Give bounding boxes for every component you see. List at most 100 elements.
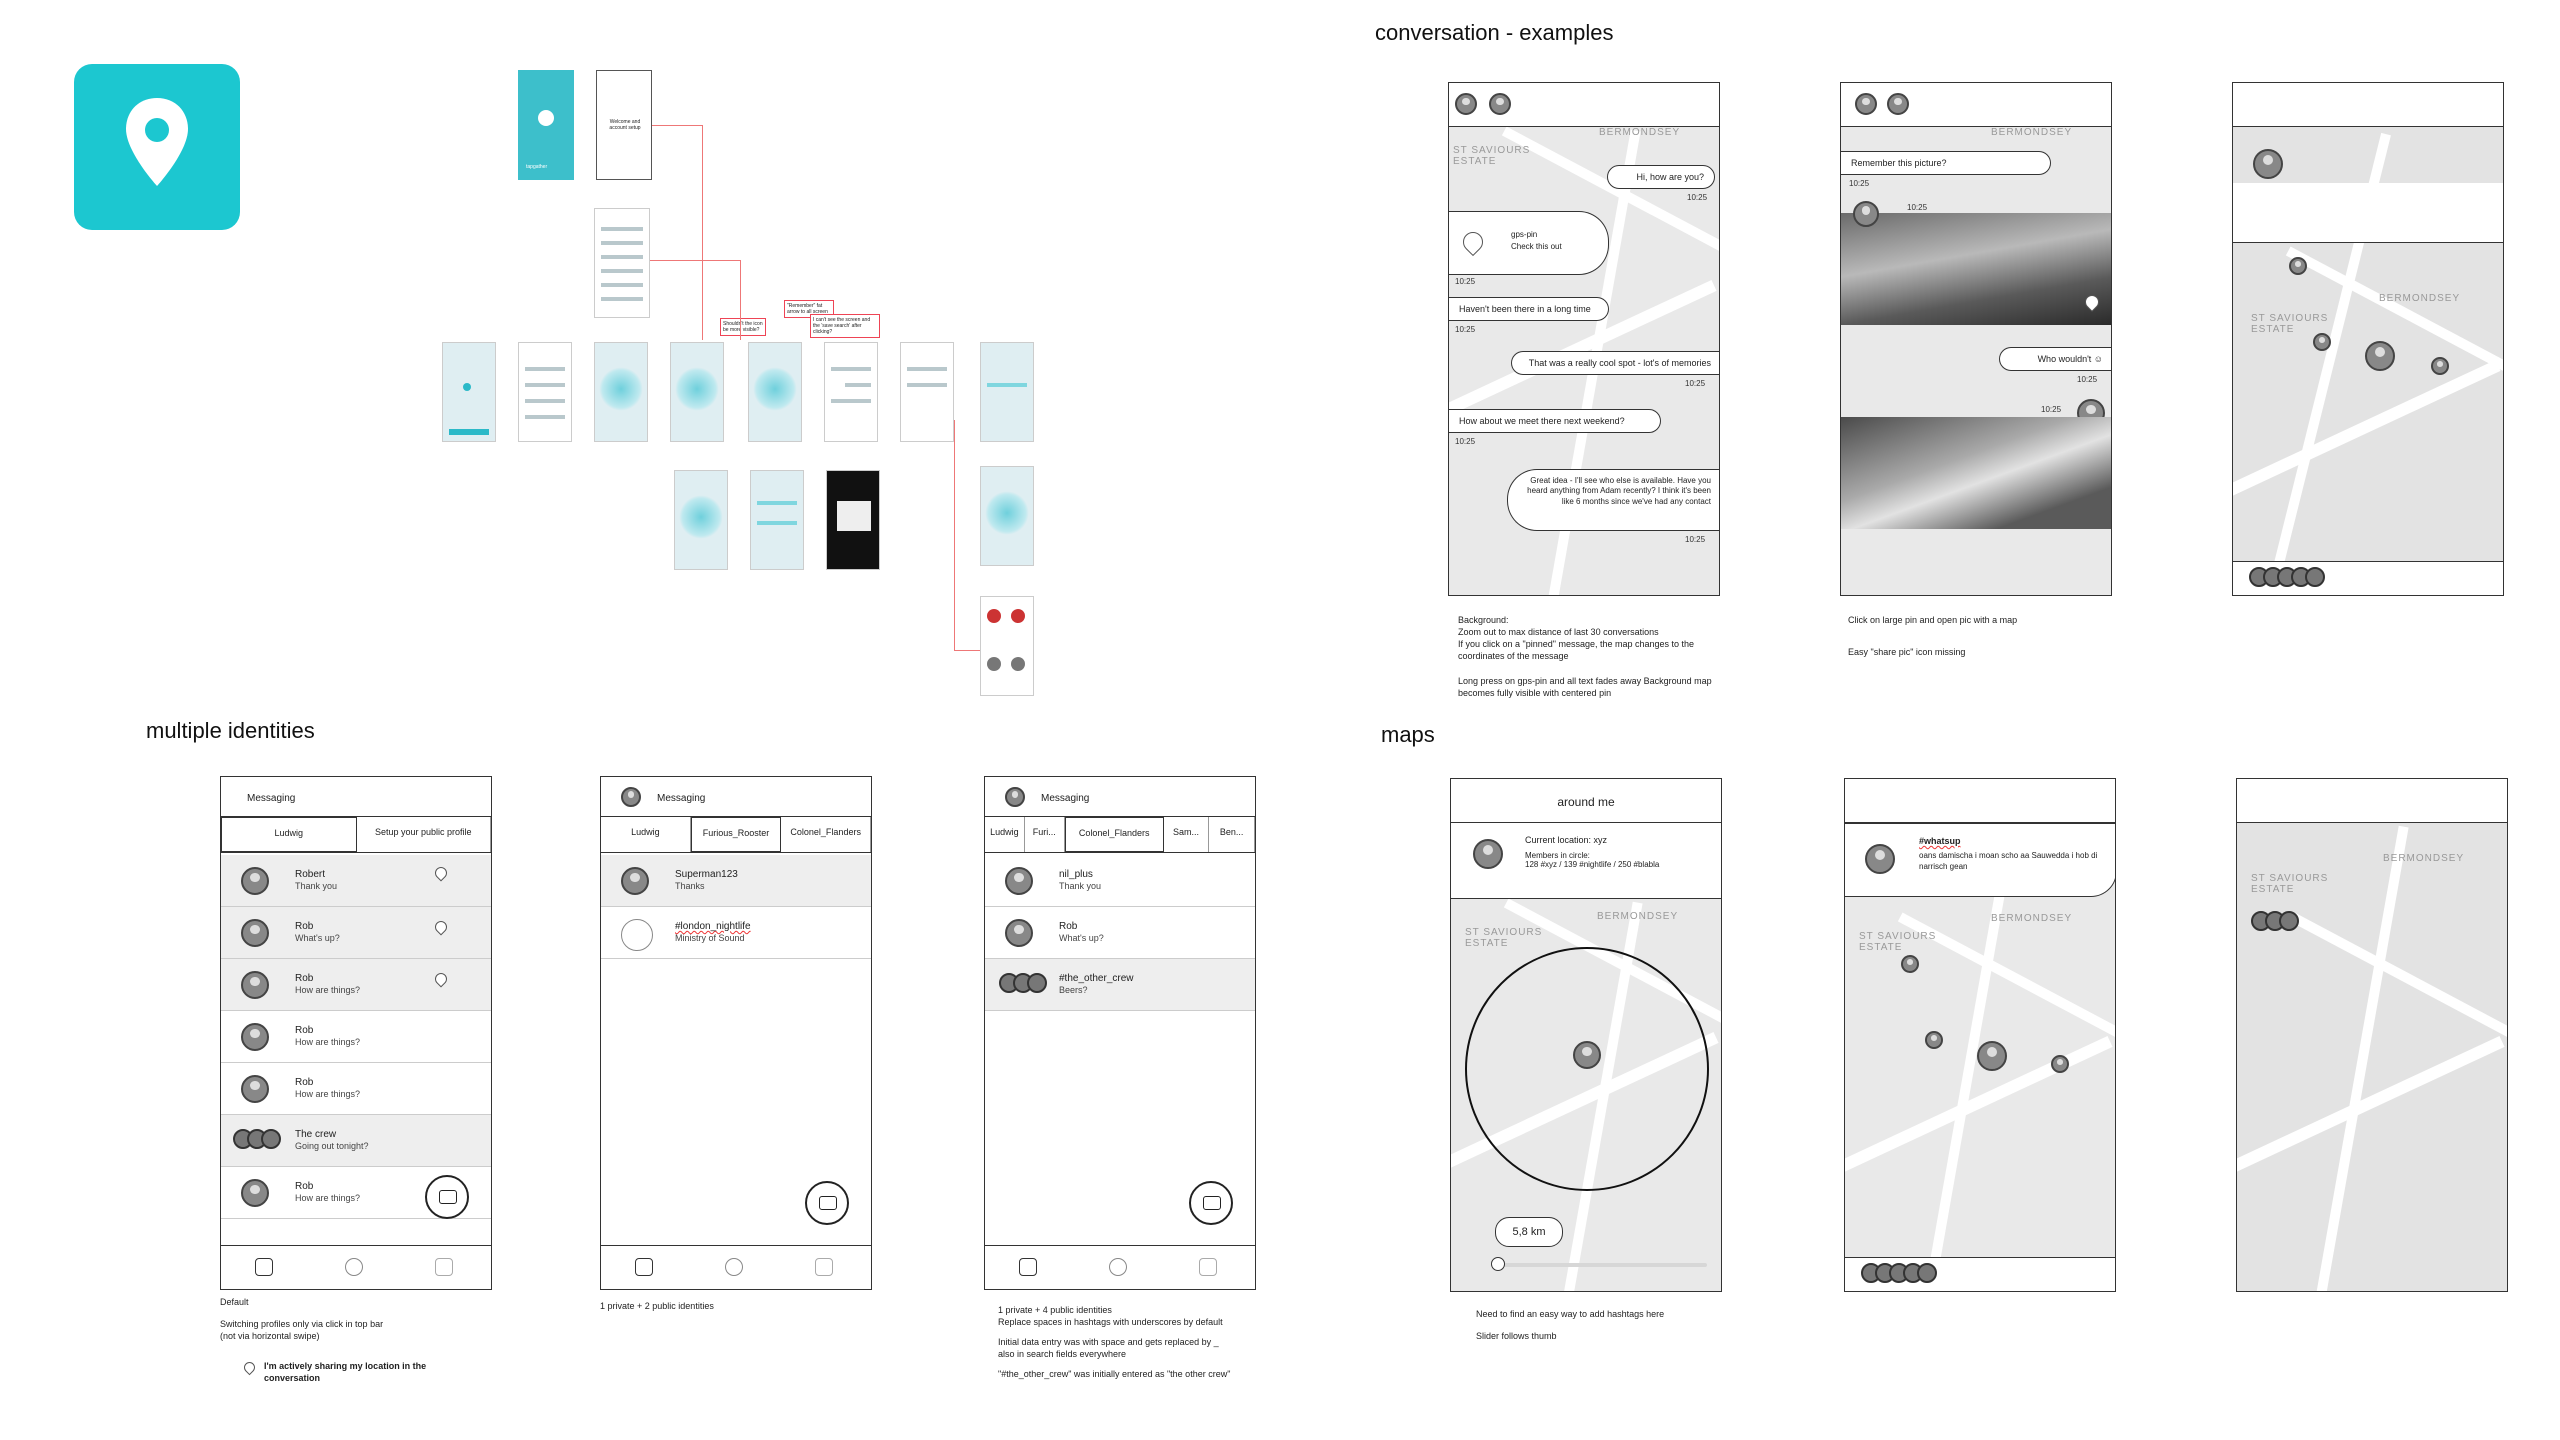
camera-thumb[interactable] xyxy=(826,470,880,570)
tab-colonel-flanders[interactable]: Colonel_Flanders xyxy=(781,817,871,852)
chat-map-thumb[interactable] xyxy=(980,342,1034,442)
map-background[interactable]: BERMONDSEY ST SAVIOURS ESTATE xyxy=(2237,823,2507,1291)
message-bubble[interactable]: Great idea - I'll see who else is availa… xyxy=(1507,469,1719,531)
avatar[interactable] xyxy=(1455,93,1477,115)
distance-label: 5,8 km xyxy=(1495,1217,1563,1247)
maps-screen-3: BERMONDSEY ST SAVIOURS ESTATE xyxy=(2236,778,2508,1292)
timestamp: 10:25 xyxy=(1455,277,1476,286)
map-marker[interactable] xyxy=(2431,357,2449,375)
annotation: Default xyxy=(220,1297,249,1307)
tab-sam[interactable]: Sam... xyxy=(1164,817,1210,852)
radius-circle[interactable] xyxy=(1465,947,1709,1191)
map-thumb-4[interactable] xyxy=(748,342,802,442)
avatar[interactable] xyxy=(1005,787,1025,807)
avatar[interactable] xyxy=(621,787,641,807)
avatar[interactable] xyxy=(1887,93,1909,115)
conversation-screen-3: BERMONDSEY ST SAVIOURS ESTATE xyxy=(2232,82,2504,596)
post-card[interactable]: #whatsup oans damischa i moan scho aa Sa… xyxy=(1845,823,2115,897)
map-marker-large[interactable] xyxy=(1977,1041,2007,1071)
timestamp: 10:25 xyxy=(1685,379,1706,388)
message-bubble[interactable]: Haven't been there in a long time xyxy=(1449,297,1609,321)
section-title-identities: multiple identities xyxy=(146,718,315,743)
list-item[interactable]: Rob What's up? xyxy=(985,907,1255,959)
map-marker[interactable] xyxy=(2313,333,2331,351)
annotation: Background: Zoom out to max distance of … xyxy=(1458,615,1712,698)
map-marker[interactable] xyxy=(1573,1041,1601,1069)
list-item[interactable]: Rob How are things? xyxy=(221,959,491,1011)
list-item[interactable]: nil_plus Thank you xyxy=(985,855,1255,907)
avatar[interactable] xyxy=(1855,93,1877,115)
list-item[interactable]: The crew Going out tonight? xyxy=(221,1115,491,1167)
group-avatars[interactable] xyxy=(1861,1263,1937,1283)
map-marker[interactable] xyxy=(2289,257,2307,275)
map-thumb-1[interactable] xyxy=(442,342,496,442)
map-marker-large[interactable] xyxy=(2365,341,2395,371)
chat-thumb-1[interactable] xyxy=(824,342,878,442)
header-title: Messaging xyxy=(657,793,706,804)
list-thumb[interactable] xyxy=(594,208,650,318)
avatar[interactable] xyxy=(1853,201,1879,227)
list-item[interactable]: Rob How are things? xyxy=(221,1063,491,1115)
map-thumb-3[interactable] xyxy=(670,342,724,442)
tab-furious-rooster[interactable]: Furious_Rooster xyxy=(690,817,782,852)
tab-colonel-flanders[interactable]: Colonel_Flanders xyxy=(1064,817,1164,852)
group-avatars[interactable] xyxy=(2251,911,2299,931)
chat-icon[interactable] xyxy=(1019,1258,1037,1276)
annotation: Initial data entry was with space and ge… xyxy=(998,1337,1219,1360)
tab-setup-profile[interactable]: Setup your public profile xyxy=(357,817,491,852)
list-item[interactable]: Rob How are things? xyxy=(221,1011,491,1063)
chat-icon[interactable] xyxy=(255,1258,273,1276)
map-marker[interactable] xyxy=(1901,955,1919,973)
chat-thumb-2[interactable] xyxy=(900,342,954,442)
map-thumb-7[interactable] xyxy=(980,466,1034,566)
message-bubble[interactable]: Who wouldn't ☺ xyxy=(1999,347,2111,371)
message-bubble[interactable]: That was a really cool spot - lot's of m… xyxy=(1511,351,1719,375)
message-bubble[interactable]: Remember this picture? xyxy=(1841,151,2051,175)
tab-ben[interactable]: Ben... xyxy=(1209,817,1255,852)
map-thumb-5[interactable] xyxy=(674,470,728,570)
avatar[interactable] xyxy=(1473,839,1503,869)
welcome-thumb[interactable]: Welcome and account setup xyxy=(596,70,652,180)
annotation: Switching profiles only via click in top… xyxy=(220,1319,384,1342)
camera-icon[interactable] xyxy=(1199,1258,1217,1276)
identities-screen-1: Messaging Ludwig Setup your public profi… xyxy=(220,776,492,1290)
tab-ludwig[interactable]: Ludwig xyxy=(601,817,691,852)
group-avatars[interactable] xyxy=(2249,567,2325,587)
gps-pin-message[interactable]: gps-pin Check this out xyxy=(1449,211,1609,275)
chat-icon[interactable] xyxy=(635,1258,653,1276)
map-marker[interactable] xyxy=(2051,1055,2069,1073)
timestamp: 10:25 xyxy=(1685,535,1706,544)
map-icon[interactable] xyxy=(345,1258,363,1276)
list-item[interactable]: #the_other_crew Beers? xyxy=(985,959,1255,1011)
tab-furious-rooster[interactable]: Furi... xyxy=(1025,817,1065,852)
slider-thumb[interactable] xyxy=(1491,1257,1505,1271)
conversation-screen-2: BERMONDSEY Remember this picture? 10:25 … xyxy=(1840,82,2112,596)
compose-button[interactable] xyxy=(425,1175,469,1219)
identities-screen-3: Messaging Ludwig Furi... Colonel_Flander… xyxy=(984,776,1256,1290)
compose-button[interactable] xyxy=(1189,1181,1233,1225)
message-bubble[interactable]: How about we meet there next weekend? xyxy=(1449,409,1661,433)
map-thumb-6[interactable] xyxy=(750,470,804,570)
splash-thumb[interactable]: tapgather xyxy=(518,70,574,180)
map-icon[interactable] xyxy=(1109,1258,1127,1276)
tab-ludwig[interactable]: Ludwig xyxy=(221,817,357,852)
message-bubble[interactable]: Hi, how are you? xyxy=(1607,165,1715,189)
profile-thumb[interactable] xyxy=(980,596,1034,696)
avatar[interactable] xyxy=(2253,149,2283,179)
compose-button[interactable] xyxy=(805,1181,849,1225)
avatar[interactable] xyxy=(1489,93,1511,115)
list-item[interactable]: Robert Thank you xyxy=(221,855,491,907)
tab-ludwig[interactable]: Ludwig xyxy=(985,817,1025,852)
map-icon[interactable] xyxy=(725,1258,743,1276)
shared-photo[interactable] xyxy=(1841,213,2111,325)
distance-slider[interactable] xyxy=(1497,1263,1707,1267)
camera-icon[interactable] xyxy=(435,1258,453,1276)
list-item[interactable]: #london_nightlife Ministry of Sound xyxy=(601,907,871,959)
camera-icon[interactable] xyxy=(815,1258,833,1276)
list-item[interactable]: Rob What's up? xyxy=(221,907,491,959)
shared-photo[interactable] xyxy=(1841,417,2111,529)
list-item[interactable]: Superman123 Thanks xyxy=(601,855,871,907)
map-thumb-2[interactable] xyxy=(594,342,648,442)
map-marker[interactable] xyxy=(1925,1031,1943,1049)
settings-thumb[interactable] xyxy=(518,342,572,442)
